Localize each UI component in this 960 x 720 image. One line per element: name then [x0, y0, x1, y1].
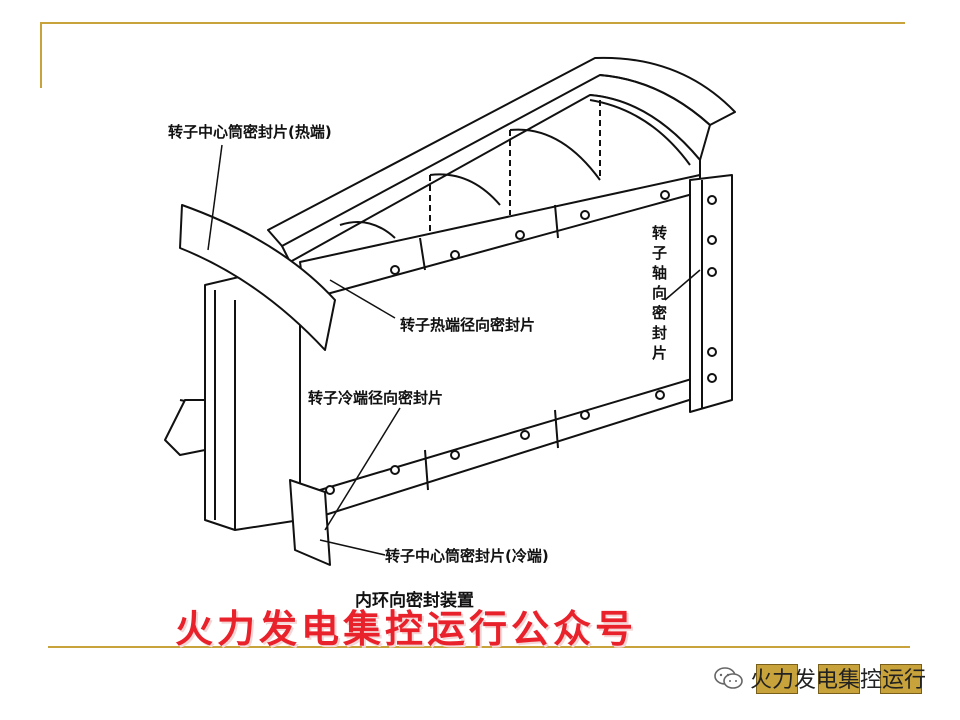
cold-center-seal-plate — [289, 479, 331, 566]
bolt — [390, 265, 400, 275]
bolt — [655, 390, 665, 400]
label-axial-seal: 转 子 轴 向 密 封 片 — [652, 224, 667, 362]
nav-prev-button[interactable] — [756, 664, 798, 694]
bolt — [660, 190, 670, 200]
bolt — [390, 465, 400, 475]
svg-text:转: 转 — [652, 224, 667, 242]
label-cold-center-seal: 转子中心筒密封片(冷端) — [385, 547, 549, 565]
bolt — [450, 250, 460, 260]
label-cold-radial-seal: 转子冷端径向密封片 — [308, 389, 443, 407]
partition-arc-3 — [509, 128, 601, 181]
bolt — [520, 430, 530, 440]
bolt — [707, 235, 717, 245]
bolt — [707, 347, 717, 357]
slide-nav — [756, 664, 922, 694]
bolt — [707, 373, 717, 383]
svg-text:片: 片 — [652, 344, 667, 362]
bolt — [707, 195, 717, 205]
partition-arc-4 — [589, 99, 691, 166]
footer-brand: 火力发电集控运行 — [714, 660, 926, 696]
svg-text:子: 子 — [652, 244, 667, 262]
nav-next-button[interactable] — [880, 664, 922, 694]
bolt — [515, 230, 525, 240]
partition-arc-1 — [339, 221, 396, 239]
frame-top-line — [40, 22, 905, 24]
partition-arc-2 — [429, 173, 501, 206]
hot-center-seal-plate — [179, 204, 336, 351]
frame-bottom-line — [48, 646, 910, 648]
bolt — [450, 450, 460, 460]
frame-left-line — [40, 22, 42, 88]
footer-brand-text: 火力发电集控运行 — [749, 668, 926, 693]
axial-seal-strip — [689, 174, 733, 413]
nav-home-button[interactable] — [818, 664, 860, 694]
label-hot-center-seal: 转子中心筒密封片(热端) — [168, 123, 332, 141]
svg-text:封: 封 — [652, 324, 667, 342]
label-hot-radial-seal: 转子热端径向密封片 — [400, 316, 535, 334]
wechat-icon — [714, 667, 743, 689]
bolt — [707, 267, 717, 277]
shaft-stub — [164, 399, 206, 456]
bolt — [580, 210, 590, 220]
svg-text:密: 密 — [652, 304, 667, 322]
svg-text:轴: 轴 — [652, 264, 667, 282]
watermark-banner: 火力发电集控运行公众号 — [175, 606, 638, 651]
bolt — [325, 485, 335, 495]
svg-text:向: 向 — [652, 284, 667, 302]
bolt — [580, 410, 590, 420]
diagram-caption: 内环向密封装置 — [355, 590, 474, 611]
